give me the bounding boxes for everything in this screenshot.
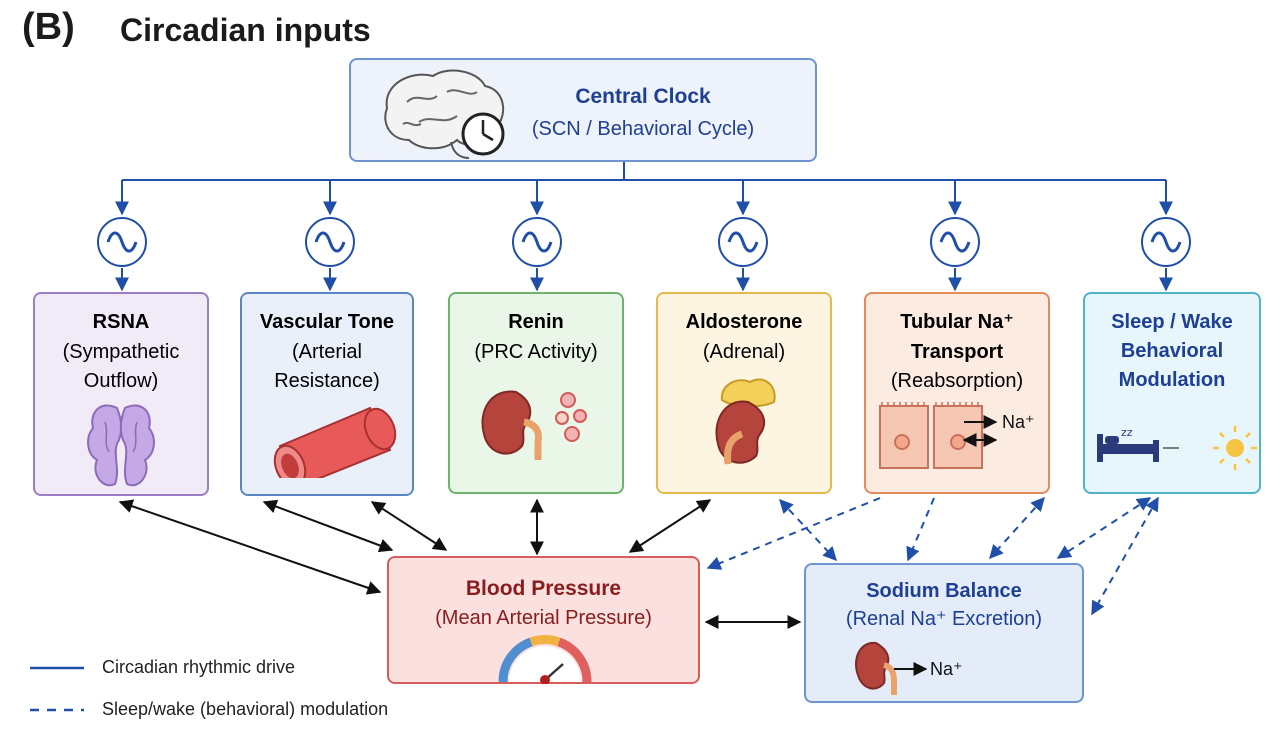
oscillator-icon [511, 216, 563, 273]
vascular-tone-box: Vascular Tone (Arterial Resistance) [240, 292, 414, 496]
vascular-tone-line2: (Arterial [291, 341, 362, 363]
tubular-sodium-dashed-2 [989, 496, 1045, 560]
figure-title: Circadian inputs [120, 12, 371, 48]
kidney-excretion-icon [855, 641, 928, 695]
sleep-wake-title: Sleep / Wake [1111, 311, 1233, 333]
vascular-tone-line3: Resistance) [274, 370, 380, 392]
pressure-gauge-icon [498, 635, 592, 684]
oscillator-icon [717, 216, 769, 273]
sleep-wake-icon: zz [1097, 426, 1257, 470]
rsna-bp-arrow [118, 499, 382, 595]
blood-pressure-subtitle: (Mean Arterial Pressure) [435, 607, 652, 629]
oscillator-icon [929, 216, 981, 273]
sleep-sodium-dashed-2 [1091, 496, 1159, 616]
aldosterone-box: Aldosterone (Adrenal) [656, 292, 832, 494]
vascular-tone-title: Vascular Tone [259, 311, 395, 333]
sodium-balance-box: Sodium Balance (Renal Na⁺ Excretion) Na⁺ [804, 563, 1084, 703]
blood-pressure-title: Blood Pressure [465, 577, 622, 600]
sleep-sodium-dashed [1056, 497, 1152, 559]
sleep-wake-box: Sleep / Wake Behavioral Modulation zz [1083, 292, 1261, 494]
rsna-title: RSNA [92, 311, 150, 333]
renin-line2: (PRC Activity) [474, 341, 598, 363]
brain-clock-icon [384, 69, 505, 159]
vascular-bp-arrow-2 [370, 501, 448, 551]
blood-pressure-box: Blood Pressure (Mean Arterial Pressure) [387, 556, 700, 684]
aldosterone-bp-arrow [628, 499, 712, 553]
sleep-wake-line3: Modulation [1118, 369, 1226, 391]
tubular-na-line3: (Reabsorption) [890, 370, 1024, 392]
na-transport-arrows-icon [962, 415, 998, 447]
rsna-box: RSNA (Sympathetic Outflow) [33, 292, 209, 496]
blood-vessel-icon [273, 406, 397, 478]
vascular-bp-arrow-1 [262, 499, 394, 553]
renin-box: Renin (PRC Activity) [448, 292, 624, 494]
aldosterone-line2: (Adrenal) [702, 341, 786, 363]
rsna-line3: Outflow) [83, 370, 159, 392]
kidney-renin-icon [481, 390, 587, 460]
svg-text:zz: zz [1121, 426, 1133, 439]
oscillator-icon [1140, 216, 1192, 273]
tubular-sodium-dashed [906, 497, 935, 562]
tubular-na-line2: Transport [910, 341, 1004, 363]
legend-solid-label: Circadian rhythmic drive [102, 657, 296, 677]
tubular-na-ion-label: Na⁺ [1002, 412, 1035, 432]
sleep-wake-line2: Behavioral [1120, 340, 1224, 362]
oscillator-icon [304, 216, 356, 273]
sodium-balance-title: Sodium Balance [866, 580, 1022, 602]
tubular-na-box: Tubular Na⁺ Transport (Reabsorption) Na⁺ [864, 292, 1050, 494]
panel-letter: (B) [22, 6, 75, 48]
kidney-adrenal-icon [715, 378, 776, 465]
sodium-balance-ion-label: Na⁺ [930, 659, 963, 679]
tubular-bp-dashed [706, 497, 881, 570]
central-clock-box: Central Clock (SCN / Behavioral Cycle) [349, 58, 817, 162]
central-clock-title: Central Clock [575, 85, 711, 108]
aldosterone-title: Aldosterone [685, 311, 803, 333]
legend-dashed-label: Sleep/wake (behavioral) modulation [102, 699, 389, 719]
oscillator-icon [96, 216, 148, 273]
adrenal-glands-icon [87, 404, 155, 487]
central-clock-subtitle: (SCN / Behavioral Cycle) [531, 118, 755, 140]
renin-title: Renin [508, 311, 564, 333]
sodium-balance-subtitle: (Renal Na⁺ Excretion) [845, 608, 1043, 630]
aldosterone-sodium-dashed [779, 498, 837, 562]
rsna-line2: (Sympathetic [62, 341, 180, 363]
tubular-na-title: Tubular Na⁺ [900, 311, 1014, 333]
